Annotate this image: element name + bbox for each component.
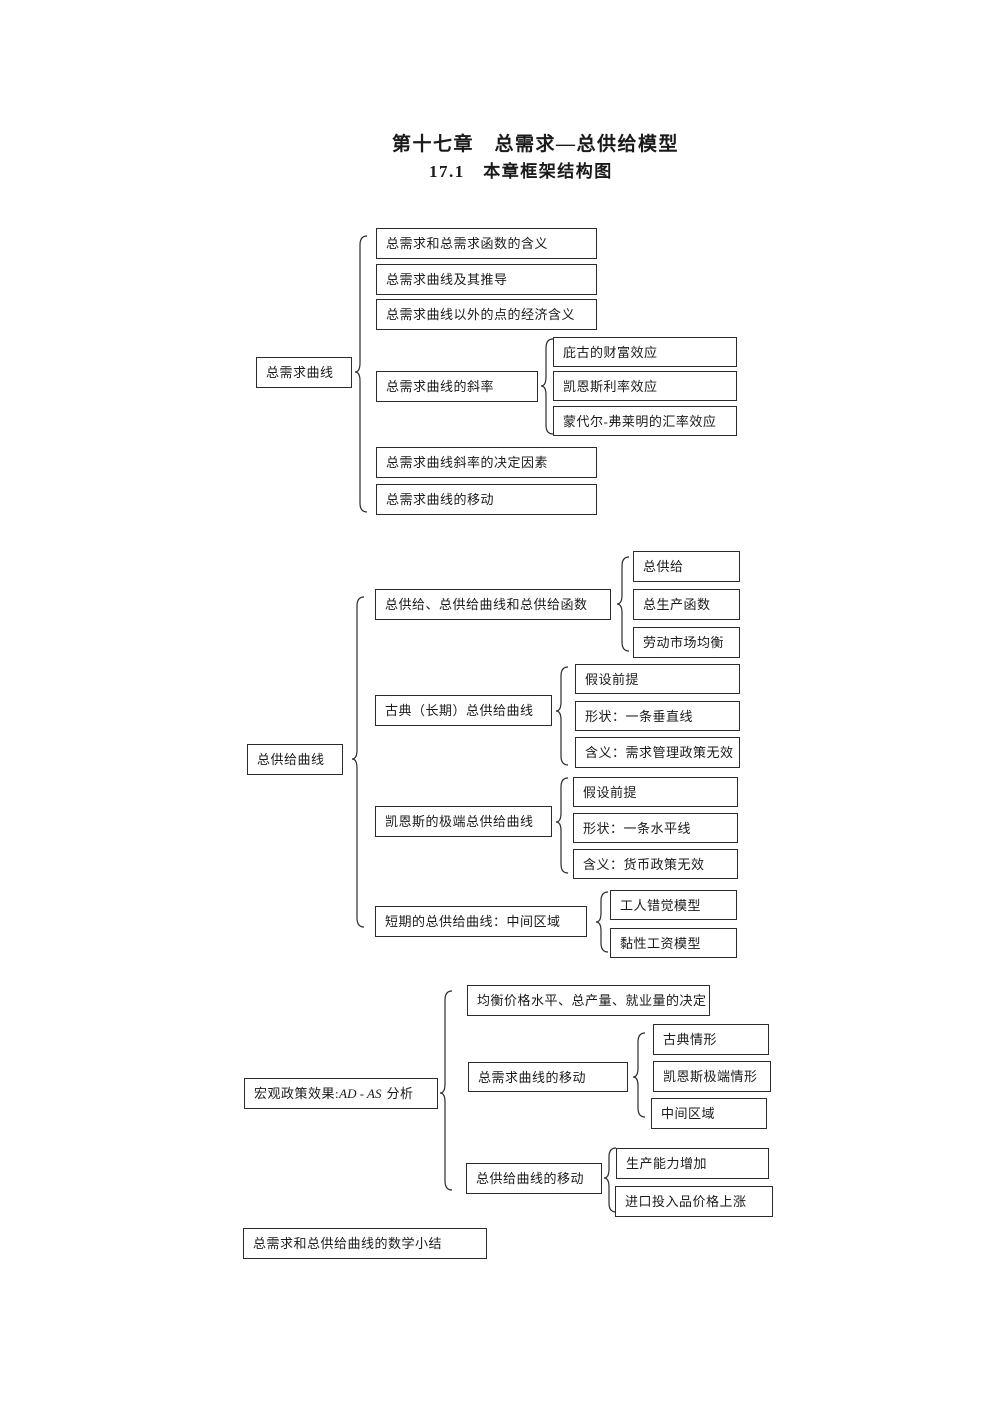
macro-root-suffix: 分析: [386, 1086, 414, 1101]
node-as-production-function: 总生产函数: [633, 589, 740, 620]
node-macro-intermediate-case: 中间区域: [651, 1098, 767, 1129]
node-ad-root: 总需求曲线: [256, 357, 352, 388]
node-as-short-run: 短期的总供给曲线：中间区域: [375, 906, 587, 937]
node-macro-classical-case: 古典情形: [653, 1024, 769, 1055]
node-macro-ad-shift: 总需求曲线的移动: [468, 1062, 628, 1092]
node-as-keynesian: 凯恩斯的极端总供给曲线: [375, 806, 552, 837]
node-macro-keynesian-case: 凯恩斯极端情形: [653, 1061, 771, 1092]
node-macro-equilibrium: 均衡价格水平、总产量、就业量的决定: [467, 985, 710, 1016]
node-ad-shift: 总需求曲线的移动: [376, 484, 597, 515]
brace: [632, 1032, 646, 1118]
brace: [595, 891, 609, 953]
macro-root-math: AD - AS: [339, 1086, 382, 1101]
node-macro-import-price-rise: 进口投入品价格上涨: [615, 1186, 773, 1217]
node-macro-root: 宏观政策效果:AD - AS 分析: [244, 1078, 438, 1109]
node-as-aggregate-supply: 总供给: [633, 551, 740, 582]
brace: [616, 556, 630, 652]
node-as-worker-misperception: 工人错觉模型: [610, 890, 737, 920]
node-ad-pigou-effect: 庇古的财富效应: [553, 337, 737, 367]
node-as-concepts: 总供给、总供给曲线和总供给函数: [375, 589, 611, 620]
node-ad-slope: 总需求曲线的斜率: [376, 371, 538, 402]
node-ad-outside-points: 总需求曲线以外的点的经济含义: [376, 299, 597, 330]
node-macro-capacity-increase: 生产能力增加: [616, 1148, 769, 1179]
node-ad-mundell-fleming: 蒙代尔-弗莱明的汇率效应: [553, 406, 737, 436]
node-ad-meaning: 总需求和总需求函数的含义: [376, 228, 597, 259]
brace: [555, 777, 569, 874]
node-as-classical-premise: 假设前提: [575, 664, 740, 694]
node-ad-derivation: 总需求曲线及其推导: [376, 264, 597, 295]
macro-root-prefix: 宏观政策效果:: [254, 1086, 340, 1101]
brace: [555, 666, 569, 766]
node-ad-slope-determinants: 总需求曲线斜率的决定因素: [376, 447, 597, 478]
node-as-classical: 古典（长期）总供给曲线: [375, 695, 552, 726]
brace: [351, 596, 365, 928]
node-as-sticky-wage: 黏性工资模型: [610, 928, 737, 958]
node-ad-keynes-rate: 凯恩斯利率效应: [553, 371, 737, 401]
node-macro-as-shift: 总供给曲线的移动: [466, 1163, 602, 1194]
section-title: 17.1 本章框架结构图: [429, 162, 613, 181]
brace: [439, 990, 453, 1191]
node-as-root: 总供给曲线: [247, 744, 343, 775]
node-as-classical-meaning: 含义：需求管理政策无效: [575, 737, 740, 768]
node-as-keynesian-shape: 形状：一条水平线: [573, 813, 738, 843]
brace: [354, 235, 368, 513]
node-as-keynesian-meaning: 含义：货币政策无效: [573, 849, 738, 879]
node-math-summary: 总需求和总供给曲线的数学小结: [243, 1228, 487, 1259]
node-as-keynesian-premise: 假设前提: [573, 777, 738, 807]
brace: [603, 1147, 617, 1213]
node-as-labor-market: 劳动市场均衡: [633, 627, 740, 658]
node-as-classical-shape: 形状：一条垂直线: [575, 701, 740, 731]
brace: [540, 338, 554, 435]
chapter-title: 第十七章 总需求—总供给模型: [392, 134, 680, 155]
